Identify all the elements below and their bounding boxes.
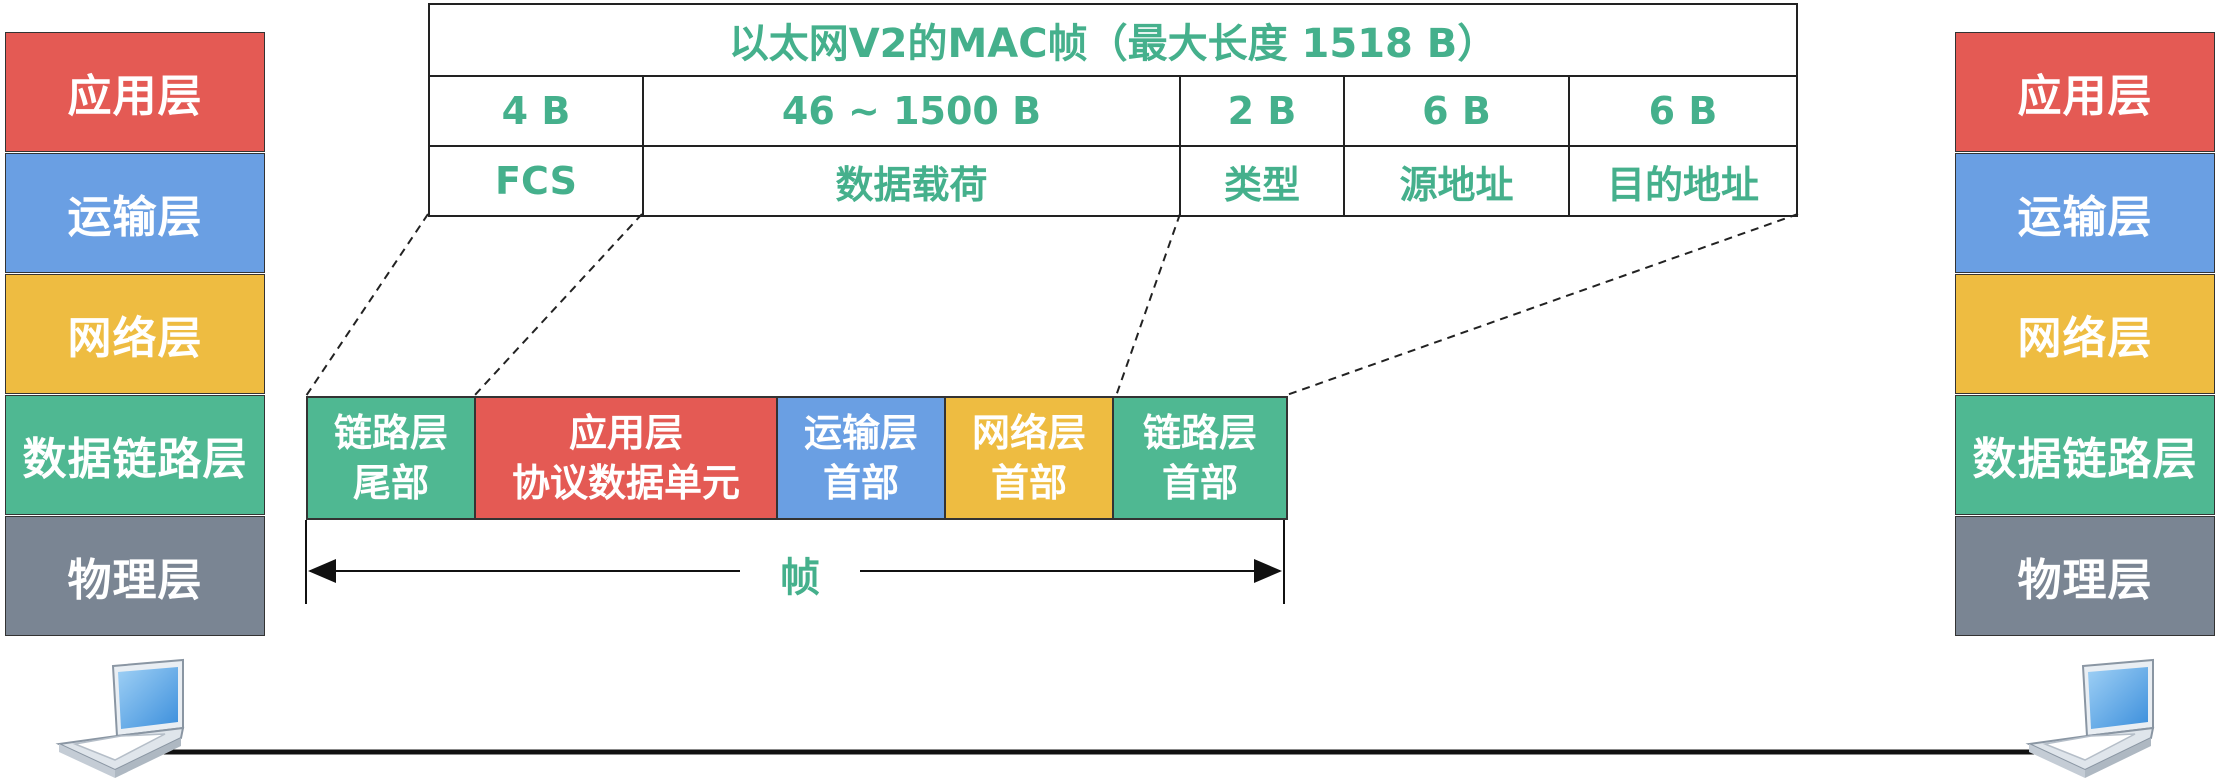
right-layer-transport: 运输层 bbox=[1955, 153, 2215, 273]
right-layer-datalink: 数据链路层 bbox=[1955, 395, 2215, 515]
field-size-source: 6 B bbox=[1345, 77, 1570, 145]
right-protocol-stack: 应用层 运输层 网络层 数据链路层 物理层 bbox=[1955, 32, 2215, 637]
projection-line-fcs-left bbox=[305, 213, 429, 397]
field-name-fcs: FCS bbox=[430, 147, 644, 215]
left-protocol-stack: 应用层 运输层 网络层 数据链路层 物理层 bbox=[5, 32, 265, 637]
encapsulated-frame: 链路层 尾部 应用层 协议数据单元 运输层 首部 网络层 首部 链路层 首部 bbox=[306, 396, 1288, 520]
segment-line2: 首部 bbox=[990, 461, 1067, 505]
right-layer-network: 网络层 bbox=[1955, 274, 2215, 394]
projection-line-header-right bbox=[1283, 213, 1799, 397]
right-layer-physical: 物理层 bbox=[1955, 516, 2215, 636]
mac-frame-format-table: 以太网V2的MAC帧（最大长度 1518 B） 4 B 46 ~ 1500 B … bbox=[428, 3, 1798, 217]
mac-frame-title: 以太网V2的MAC帧（最大长度 1518 B） bbox=[430, 5, 1796, 77]
segment-line1: 运输层 bbox=[803, 411, 918, 455]
projection-lines bbox=[305, 213, 1799, 397]
segment-line2: 协议数据单元 bbox=[511, 461, 740, 505]
segment-line1: 链路层 bbox=[333, 411, 448, 455]
segment-line1: 应用层 bbox=[568, 411, 683, 455]
field-name-destination: 目的地址 bbox=[1606, 162, 1759, 207]
frame-segment-transport-header: 运输层 首部 bbox=[778, 398, 946, 518]
frame-segment-application-pdu: 应用层 协议数据单元 bbox=[476, 398, 778, 518]
field-size-payload: 46 ~ 1500 B bbox=[644, 77, 1181, 145]
left-layer-physical: 物理层 bbox=[5, 516, 265, 636]
field-size-fcs: 4 B bbox=[430, 77, 644, 145]
segment-line1: 网络层 bbox=[971, 411, 1086, 455]
right-layer-application: 应用层 bbox=[1955, 32, 2215, 152]
field-name-source: 源地址 bbox=[1345, 147, 1570, 215]
segment-line2: 尾部 bbox=[352, 461, 429, 505]
field-name-payload: 数据载荷 bbox=[644, 147, 1181, 215]
left-layer-application: 应用层 bbox=[5, 32, 265, 152]
right-laptop-icon bbox=[2025, 658, 2155, 778]
left-layer-transport: 运输层 bbox=[5, 153, 265, 273]
frame-segment-network-header: 网络层 首部 bbox=[946, 398, 1114, 518]
segment-line2: 首部 bbox=[822, 461, 899, 505]
frame-label: 帧 bbox=[740, 545, 860, 603]
left-layer-network: 网络层 bbox=[5, 274, 265, 394]
left-layer-datalink: 数据链路层 bbox=[5, 395, 265, 515]
projection-line-payload-right bbox=[1115, 213, 1181, 397]
field-name-type: 类型 bbox=[1181, 147, 1345, 215]
segment-line1: 链路层 bbox=[1142, 411, 1257, 455]
field-size-row: 4 B 46 ~ 1500 B 2 B 6 B 6 B bbox=[430, 77, 1796, 147]
field-size-type: 2 B bbox=[1181, 77, 1345, 145]
frame-segment-link-trailer: 链路层 尾部 bbox=[308, 398, 476, 518]
field-name-row: FCS 数据载荷 类型 源地址 目的地址 bbox=[430, 147, 1796, 215]
segment-line2: 首部 bbox=[1161, 461, 1238, 505]
field-size-destination: 6 B bbox=[1648, 89, 1718, 133]
left-laptop-icon bbox=[55, 658, 185, 778]
projection-line-fcs-right bbox=[473, 213, 643, 397]
frame-segment-link-header: 链路层 首部 bbox=[1114, 398, 1286, 518]
